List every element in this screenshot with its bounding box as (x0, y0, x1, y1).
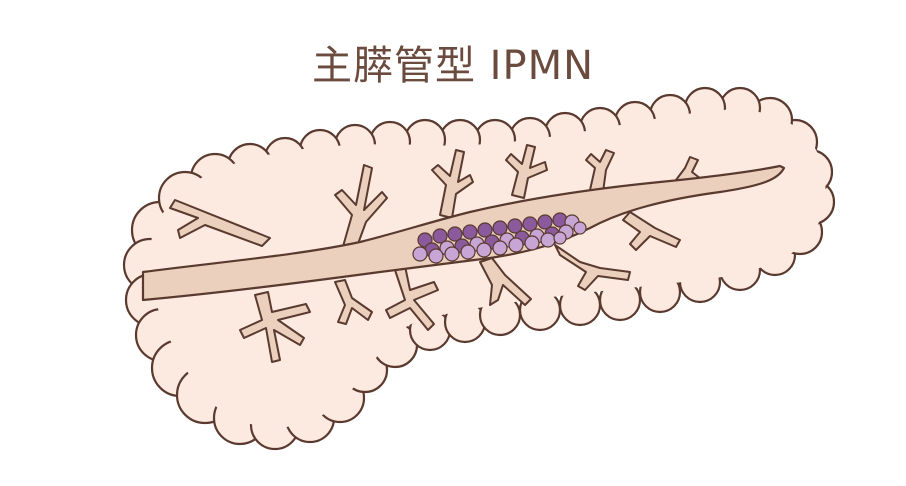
cyst (508, 237, 524, 253)
cyst (432, 228, 448, 244)
cyst (507, 218, 523, 234)
cyst (492, 240, 508, 256)
cyst (492, 220, 508, 236)
page-title: 主膵管型 IPMN (311, 43, 595, 89)
cyst (476, 242, 492, 258)
cyst (540, 232, 556, 248)
cyst (537, 214, 553, 230)
cyst (444, 246, 460, 262)
cyst (522, 216, 538, 232)
cyst (460, 244, 476, 260)
cyst (412, 246, 428, 262)
cyst-cluster (412, 212, 587, 264)
cyst (428, 248, 444, 264)
cyst (553, 231, 567, 245)
cyst (477, 222, 493, 238)
cyst (573, 221, 587, 235)
branch-ducts (169, 144, 706, 363)
cyst (462, 224, 478, 240)
cyst (524, 235, 540, 251)
cyst (447, 226, 463, 242)
